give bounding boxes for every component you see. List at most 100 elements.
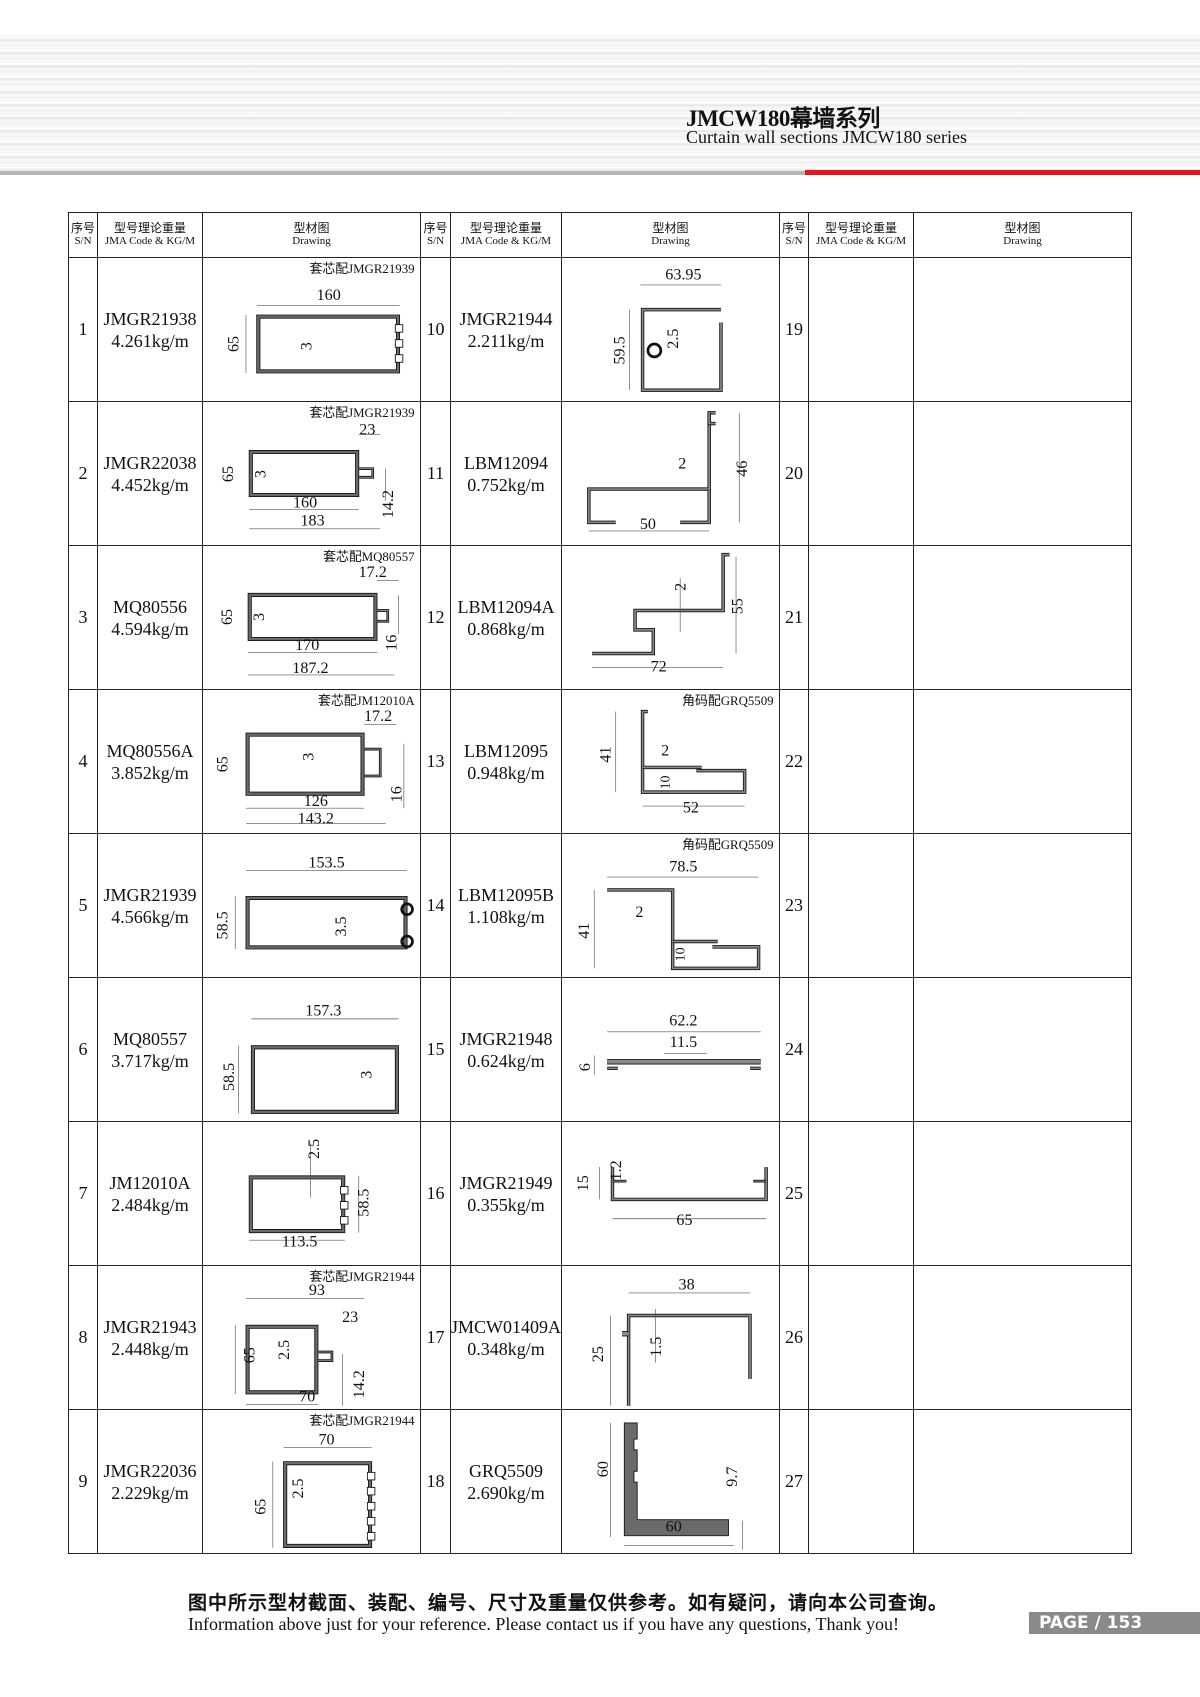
- profile-drawing: 381.525: [590, 1277, 752, 1406]
- profile-weight: 0.355kg/m: [467, 1194, 545, 1215]
- code-cell: [808, 1121, 915, 1266]
- dimension-label: 55: [729, 598, 746, 614]
- dimension-label: 15: [575, 1175, 592, 1191]
- dimension-label: 3: [251, 613, 268, 621]
- dimension-label: 113.5: [282, 1234, 318, 1251]
- profile-code: MQ80556A: [106, 740, 194, 761]
- dimension-label: 63.95: [665, 267, 701, 284]
- dimension-label: 2.5: [665, 329, 682, 349]
- code-cell: [808, 689, 915, 834]
- profile-slot: [366, 1471, 376, 1481]
- profile-section: [592, 552, 730, 656]
- profile-code: JMGR21949: [459, 1172, 553, 1193]
- drawing-cell: [913, 1409, 1133, 1554]
- dimension-label: 183: [300, 513, 324, 530]
- dimension-label: 2.5: [276, 1340, 293, 1360]
- dimension-label: 65: [242, 1347, 259, 1363]
- profile-slot: [340, 1186, 349, 1195]
- dimension-label: 6: [577, 1063, 594, 1071]
- dimension-label: 160: [293, 494, 317, 511]
- dimension-label: 58.5: [221, 1063, 238, 1091]
- assembly-note: 套芯配JMGR21939: [309, 405, 414, 420]
- dimension-label: 3: [252, 470, 269, 478]
- profile-section-fill: [588, 411, 716, 524]
- sn-cell: 25: [779, 1121, 810, 1266]
- assembly-note: 角码配GRQ5509: [682, 838, 774, 852]
- profile-weight: 2.690kg/m: [467, 1482, 545, 1503]
- sn-cell: 21: [779, 545, 810, 690]
- profile-weight: 4.261kg/m: [111, 330, 189, 351]
- profile-weight: 4.594kg/m: [111, 618, 189, 639]
- profile-weight: 0.868kg/m: [467, 618, 545, 639]
- profile-code: LBM12094A: [457, 596, 555, 617]
- sn-header-cn: 序号: [70, 221, 95, 235]
- dimension-label: 1.2: [608, 1160, 625, 1180]
- profile-slot: [366, 1502, 376, 1511]
- dimension-label: 41: [597, 746, 614, 762]
- sn-cell: 14: [420, 833, 451, 978]
- dimension-label: 17.2: [364, 708, 392, 725]
- profile-section-fill: [611, 1167, 767, 1201]
- profile-section-fill: [641, 308, 722, 392]
- code-header-en: JMA Code & KG/M: [815, 235, 907, 247]
- assembly-note: 套芯配JM12010A: [318, 693, 415, 708]
- drawing-header-en: Drawing: [1003, 235, 1042, 247]
- dimension-label: 38: [679, 1277, 695, 1294]
- dimension-label: 93: [309, 1282, 325, 1299]
- dimension-label: 2: [661, 743, 669, 760]
- sn-cell: 5: [68, 833, 98, 978]
- sn-cell: 17: [420, 1265, 451, 1410]
- assembly-note: 角码配GRQ5509: [682, 694, 774, 708]
- header-accent-bar: [805, 170, 1200, 175]
- dimension-label: 78.5: [669, 859, 697, 876]
- dimension-label: 14.2: [380, 490, 397, 518]
- code-header-cn: 型号理论重量: [825, 221, 898, 235]
- dimension-label: 23: [359, 421, 375, 438]
- sn-cell: 16: [420, 1121, 451, 1266]
- profile-weight: 0.348kg/m: [467, 1338, 545, 1359]
- dimension-label: 3: [299, 342, 316, 350]
- profile-code: JMGR22038: [103, 452, 197, 473]
- profile-weight: 0.624kg/m: [467, 1050, 545, 1071]
- code-cell: [808, 1265, 915, 1410]
- drawing-cell: [913, 257, 1133, 402]
- sn-header-en: S/N: [74, 235, 92, 247]
- profile-code: JMGR22036: [103, 1460, 197, 1481]
- profile-code: JMGR21943: [103, 1316, 197, 1337]
- profile-section: [587, 411, 716, 525]
- drawing-header-en: Drawing: [651, 235, 690, 247]
- page-number-badge: PAGE / 153: [1029, 1612, 1200, 1634]
- dimension-label: 160: [317, 287, 341, 304]
- dimension-label: 170: [295, 637, 319, 654]
- profile-drawing: 151.265: [575, 1160, 768, 1229]
- profile-section: [283, 1461, 373, 1548]
- sn-cell: 7: [68, 1121, 98, 1266]
- profile-slot: [366, 1486, 376, 1496]
- sn-cell: 2: [68, 401, 98, 546]
- drawing-cell: [913, 689, 1133, 834]
- profile-section-fill: [641, 710, 746, 793]
- sn-cell: 8: [68, 1265, 98, 1410]
- profile-section: [256, 314, 401, 374]
- drawing-header-cn: 型材图: [1004, 221, 1041, 235]
